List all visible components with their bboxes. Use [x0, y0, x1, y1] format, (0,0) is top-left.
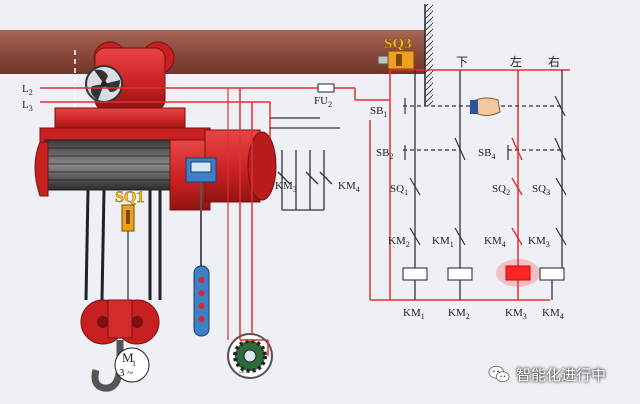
dir-down-label: 下 [456, 55, 468, 69]
m1-phase-label: 3 ~ [119, 367, 133, 379]
travel-motor-icon: 3 ~ [227, 333, 273, 379]
sq3-label: SQ3 [384, 36, 412, 52]
fu2-label: FU2 [314, 95, 332, 109]
km3-aux-label: KM3 [528, 235, 550, 249]
m1-label: M [122, 350, 134, 365]
sq1-limit-switch: SQ1 [115, 189, 145, 312]
hand-pointer-icon [470, 97, 501, 117]
svg-text:3 ~: 3 ~ [239, 365, 253, 376]
sb1-label: SB1 [370, 105, 387, 119]
l2-label: L2 [22, 83, 33, 97]
hoist-ropes [84, 189, 162, 301]
control-branches [414, 70, 563, 300]
sb4-label: SB4 [478, 147, 495, 161]
push-buttons [403, 95, 567, 246]
contactor-coils [402, 265, 565, 281]
km-main-contacts [277, 150, 333, 211]
svg-text:1: 1 [132, 359, 136, 368]
km2-aux-label: KM2 [388, 235, 410, 249]
watermark: 智能化进行中 [488, 363, 606, 385]
km4-left-label: KM4 [338, 180, 360, 194]
sq2-contact-label: SQ2 [492, 183, 510, 197]
active-coil [505, 265, 531, 281]
wechat-icon [488, 365, 510, 383]
dir-right-label: 右 [548, 54, 560, 69]
sq1-contact-label: SQ1 [390, 183, 408, 197]
hoist-body [34, 107, 211, 211]
fan-icon [85, 65, 123, 103]
km3-coil-label: KM3 [505, 307, 527, 321]
km4-aux-label: KM4 [484, 235, 506, 249]
sq3-contact-label: SQ3 [532, 183, 550, 197]
km2-coil-label: KM2 [448, 307, 470, 321]
end-wall [425, 4, 433, 106]
l3-label: L3 [22, 99, 33, 113]
km1-aux-label: KM1 [432, 235, 454, 249]
sb2-label: SB2 [376, 147, 393, 161]
m1-motor-symbol: M 1 3 ~ [114, 347, 150, 383]
km1-coil-label: KM1 [403, 307, 425, 321]
sq3-limit-switch: SQ3 [377, 36, 415, 70]
sq1-label: SQ1 [115, 189, 144, 206]
dir-left-label: 左 [510, 54, 522, 69]
power-lines [40, 83, 390, 356]
km4-coil-label: KM4 [542, 307, 564, 321]
hook-block [80, 299, 160, 392]
rail-beam [0, 30, 425, 74]
watermark-text: 智能化进行中 [516, 365, 607, 384]
pendant-control [193, 182, 210, 337]
km3-left-label: KM3 [275, 180, 297, 194]
hoist-motor [185, 129, 277, 203]
